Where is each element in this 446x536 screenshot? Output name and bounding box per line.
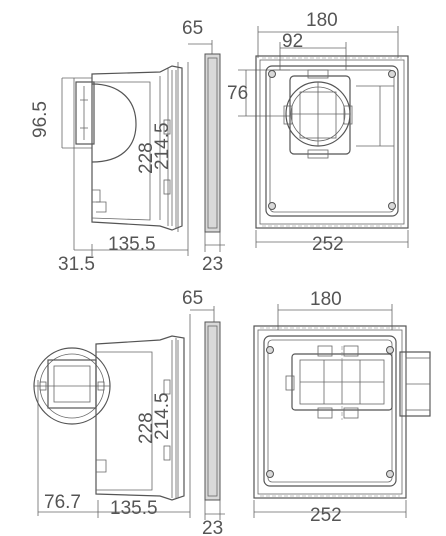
top-front-view: 180 92 76 252 [227,10,409,255]
top-side-height-inner-label: 214.5 [152,122,173,170]
top-side-height-outer-label: 228 [136,142,157,174]
bottom-side-height-outer-label: 228 [136,412,157,444]
top-side-depth-total-label: 65 [182,18,203,39]
bottom-side-front-offset-label: 76.7 [44,492,81,513]
bottom-front-width-inner-label: 180 [310,289,342,310]
top-front-width-opening-label: 92 [282,31,303,52]
bottom-side-depth-total-label: 65 [182,288,203,309]
top-front-width-outer-label: 252 [312,234,344,255]
bottom-front-view: 180 252 [253,289,431,526]
top-side-height-front-label: 96.5 [30,101,51,138]
top-front-height-opening-label: 76 [227,83,248,104]
bottom-side-plate-thickness-label: 23 [202,518,223,536]
bottom-side-body-depth-label: 135.5 [110,498,158,519]
top-side-front-offset-label: 31.5 [58,254,95,275]
bottom-side-height-inner-label: 214.5 [152,392,173,440]
top-side-plate-thickness-label: 23 [202,254,223,275]
bottom-front-width-outer-label: 252 [310,505,342,526]
top-front-width-inner-label: 180 [306,10,338,31]
top-side-body-depth-label: 135.5 [108,234,156,255]
bottom-side-view: 65 228 214.5 76.7 135.5 23 [33,288,225,536]
top-side-view: 65 96.5 228 214.5 31.5 135.5 23 [30,18,225,275]
